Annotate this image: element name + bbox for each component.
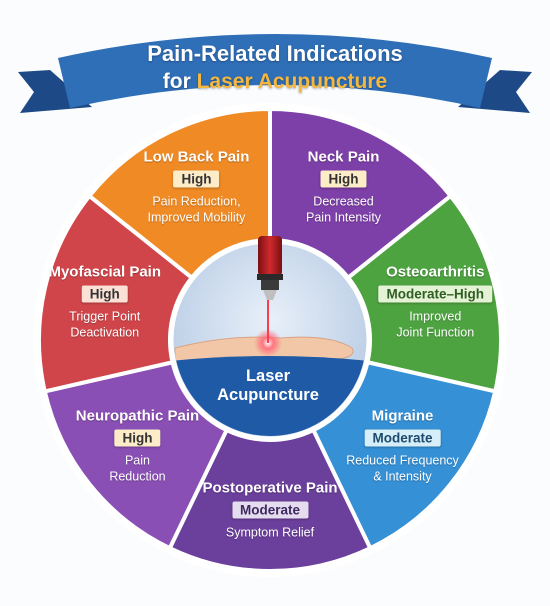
- evidence-level-badge: High: [320, 170, 367, 188]
- banner-title-line2: for Laser Acupuncture: [163, 70, 387, 94]
- evidence-level-badge: Moderate: [364, 429, 441, 447]
- center-label: Laser Acupuncture: [217, 367, 319, 405]
- banner-title-prefix: for: [162, 70, 197, 93]
- segment-neck-pain: [268, 106, 454, 281]
- evidence-level-badge: High: [173, 170, 220, 188]
- banner-title-line1: Pain-Related Indications: [147, 41, 403, 66]
- description-line: Reduced Frequency: [346, 453, 459, 468]
- evidence-level-badge: Moderate–High: [378, 285, 493, 303]
- ribbon-body: [58, 34, 492, 108]
- description-line: Joint Function: [396, 325, 475, 340]
- title-banner: [18, 34, 532, 113]
- segment-description: Symptom Relief: [202, 524, 337, 540]
- description-line: Improved: [409, 309, 462, 324]
- segment-migraine: [310, 359, 498, 551]
- description-line: Improved Mobility: [147, 210, 246, 225]
- laser-pen-icon: [257, 236, 283, 300]
- description-line: Pain Reduction,: [152, 194, 241, 209]
- segment-title: Postoperative Pain: [202, 479, 338, 496]
- evidence-level-badge: Moderate: [231, 501, 309, 518]
- segment-title: Neck Pain: [307, 148, 380, 166]
- description-line: Decreased: [313, 194, 374, 209]
- description-line: Symptom Relief: [225, 525, 315, 539]
- segment-description: Reduced Frequency& Intensity: [346, 452, 459, 484]
- description-line: Trigger Point: [69, 309, 141, 324]
- segment-title: Myofascial Pain: [48, 263, 162, 281]
- segment-title: Neuropathic Pain: [75, 407, 200, 425]
- segment-title: Low Back Pain: [143, 148, 250, 166]
- description-line: Reduction: [109, 469, 166, 484]
- evidence-level-badge: High: [114, 429, 161, 447]
- segment-title: Migraine: [371, 407, 434, 425]
- center-label-line2: Acupuncture: [217, 386, 319, 404]
- evidence-level-badge: High: [81, 285, 128, 303]
- segment-postoperative-pain: [167, 427, 373, 573]
- segment-title: Osteoarthritis: [386, 263, 485, 281]
- segment-description: Pain Reduction,Improved Mobility: [144, 194, 250, 226]
- segment-low-back-pain: [86, 106, 272, 281]
- description-line: Deactivation: [70, 325, 140, 340]
- segment-neuropathic-pain: [42, 359, 230, 551]
- description-line: & Intensity: [373, 469, 432, 484]
- description-line: Pain Intensity: [306, 210, 382, 225]
- banner-title-accent: Laser Acupuncture: [196, 70, 388, 93]
- center-label-line1: Laser: [245, 367, 291, 385]
- description-line: Pain: [124, 453, 150, 468]
- wheel-segments: [37, 106, 503, 573]
